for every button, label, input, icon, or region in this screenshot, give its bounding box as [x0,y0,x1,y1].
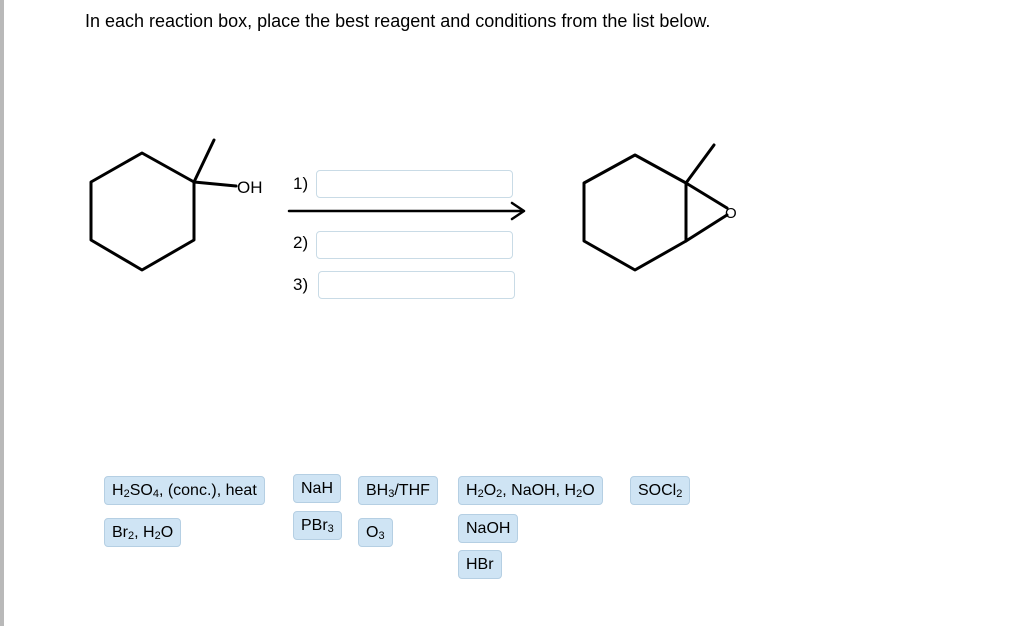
step-1-drop-box[interactable] [316,170,513,198]
product-cyclohexane-ring [582,153,688,272]
reactant-ch2oh-bond [192,180,238,188]
reagent-naoh[interactable]: NaOH [458,514,519,543]
reagent-bh3-thf[interactable]: BH3/THF [358,476,438,505]
step-2-label: 2) [293,233,309,252]
reagent-h2o2-naoh-h2o[interactable]: H2O2, NaOH, H2O [458,476,603,505]
step-3-drop-box[interactable] [318,271,515,299]
left-border [0,0,4,626]
reagent-br2-h2o[interactable]: Br2, H2O [104,518,182,547]
reactant-cyclohexane-ring [89,151,196,272]
reagent-h2so4-conc-heat[interactable]: H2SO4, (conc.), heat [104,476,265,505]
reagent-pbr3[interactable]: PBr3 [293,511,342,540]
step-1-label: 1) [293,174,309,193]
reagent-socl2[interactable]: SOCl2 [630,476,691,505]
reagent-hbr[interactable]: HBr [458,550,502,579]
step-3-label: 3) [293,275,309,294]
product-oxygen-label: O [725,205,737,222]
reactant-methyl-bond [192,138,216,184]
reagent-nah[interactable]: NaH [293,474,342,503]
instructions-text: In each reaction box, place the best rea… [85,11,711,31]
product-epoxide-bond-bottom [684,213,729,243]
reagent-o3[interactable]: O3 [358,518,393,547]
reaction-arrow-head [510,201,526,221]
step-2-drop-box[interactable] [316,231,513,259]
product-epoxide-bond-top [684,181,729,210]
reactant-oh-label: OH [237,178,263,197]
product-methyl-bond [684,143,716,185]
